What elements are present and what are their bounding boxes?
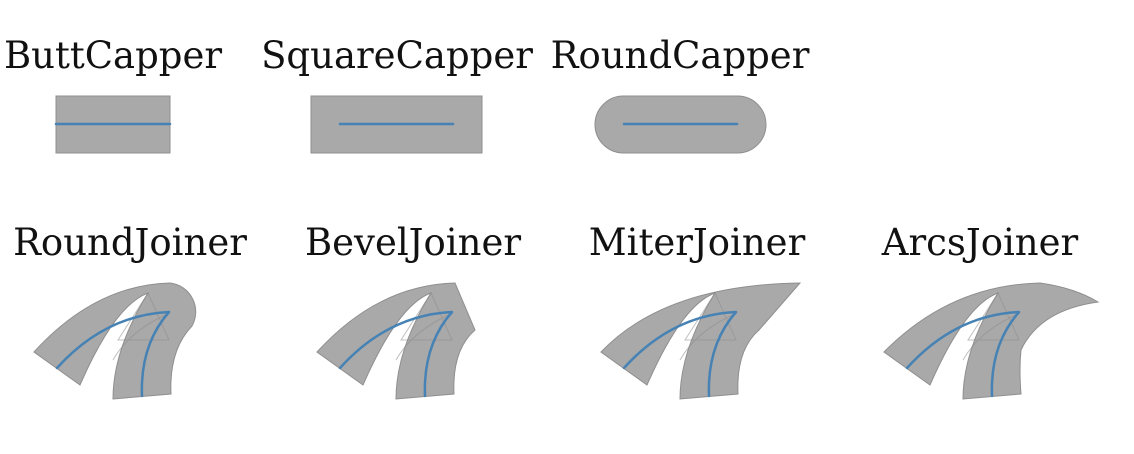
round-capper-label: RoundCapper bbox=[551, 34, 810, 77]
square-capper-label: SquareCapper bbox=[261, 34, 533, 77]
miter-joiner-ghost bbox=[679, 291, 738, 361]
bevel-joiner-label: BevelJoiner bbox=[305, 221, 521, 264]
bevel-joiner-panel: BevelJoiner bbox=[305, 221, 521, 400]
round-joiner-centerline bbox=[55, 310, 171, 398]
round-joiner-ghost bbox=[112, 291, 171, 361]
arcs-joiner-label: ArcsJoiner bbox=[881, 221, 1079, 264]
round-joiner-panel: RoundJoiner bbox=[13, 221, 247, 400]
arcs-joiner-centerline bbox=[905, 310, 1021, 398]
arcs-joiner-ghost bbox=[962, 291, 1021, 361]
arcs-joiner-shape bbox=[883, 282, 1100, 400]
butt-capper-label: ButtCapper bbox=[4, 34, 222, 77]
butt-capper-panel: ButtCapper bbox=[4, 34, 222, 154]
round-joiner-shape bbox=[33, 282, 197, 400]
miter-joiner-panel: MiterJoiner bbox=[589, 221, 806, 400]
bevel-joiner-shape bbox=[316, 282, 476, 400]
bevel-joiner-ghost bbox=[395, 291, 454, 361]
round-joiner-label: RoundJoiner bbox=[13, 221, 247, 264]
round-capper-panel: RoundCapper bbox=[551, 34, 810, 154]
miter-joiner-centerline bbox=[622, 310, 738, 398]
miter-joiner-label: MiterJoiner bbox=[589, 221, 806, 264]
bevel-joiner-centerline bbox=[338, 310, 454, 398]
square-capper-panel: SquareCapper bbox=[261, 34, 533, 154]
miter-joiner-shape bbox=[600, 282, 802, 400]
arcs-joiner-panel: ArcsJoiner bbox=[881, 221, 1100, 400]
